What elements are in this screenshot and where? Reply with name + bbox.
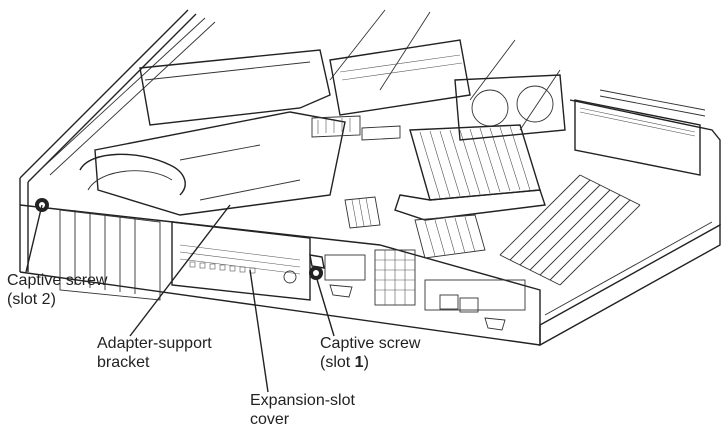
label-captive-screw-slot1-line1: Captive screw — [320, 335, 421, 352]
leader-adapter-support-bracket — [129, 204, 231, 337]
chassis-body — [19, 9, 721, 347]
leader-lines — [25, 204, 335, 393]
label-captive-screw-slot2-line1: Captive screw — [7, 272, 108, 289]
captive-screw-slot1-shape — [309, 254, 325, 280]
label-captive-screw-slot2-line2: (slot 2) — [7, 291, 56, 308]
small-heatsink — [344, 196, 381, 229]
label-captive-screw-slot2: Captive screw (slot 2) — [7, 271, 107, 309]
processor-heatsink — [394, 124, 546, 221]
power-supply — [139, 49, 331, 126]
chipset-heatsink — [414, 214, 486, 259]
rear-panel — [19, 204, 541, 346]
motherboard — [311, 39, 701, 286]
cooling-fan — [454, 74, 566, 141]
io-connectors — [324, 249, 526, 331]
leader-captive-screw-slot1 — [315, 275, 335, 337]
label-slot1-number: 1 — [354, 354, 364, 371]
leader-captive-screw-slot2 — [25, 204, 43, 273]
label-adapter-support-bracket-line2: bracket — [97, 354, 150, 371]
memory-slots — [499, 174, 641, 286]
label-captive-screw-slot1-line2: (slot 1) — [320, 353, 420, 372]
label-expansion-slot-cover-line1: Expansion-slot — [250, 392, 355, 409]
adapter-support-bracket-shape — [79, 111, 346, 216]
label-expansion-slot-cover-line2: cover — [250, 411, 290, 428]
label-expansion-slot-cover: Expansion-slot cover — [250, 391, 355, 429]
leader-expansion-slot-cover — [249, 269, 269, 393]
label-adapter-support-bracket: Adapter-support bracket — [97, 334, 212, 372]
label-adapter-support-bracket-line1: Adapter-support — [97, 335, 212, 352]
label-captive-screw-slot1: Captive screw (slot 1) — [320, 334, 420, 372]
vent-holes — [189, 261, 256, 274]
label-slot1-suffix: ) — [363, 354, 369, 371]
label-slot1-prefix: (slot — [320, 354, 355, 371]
